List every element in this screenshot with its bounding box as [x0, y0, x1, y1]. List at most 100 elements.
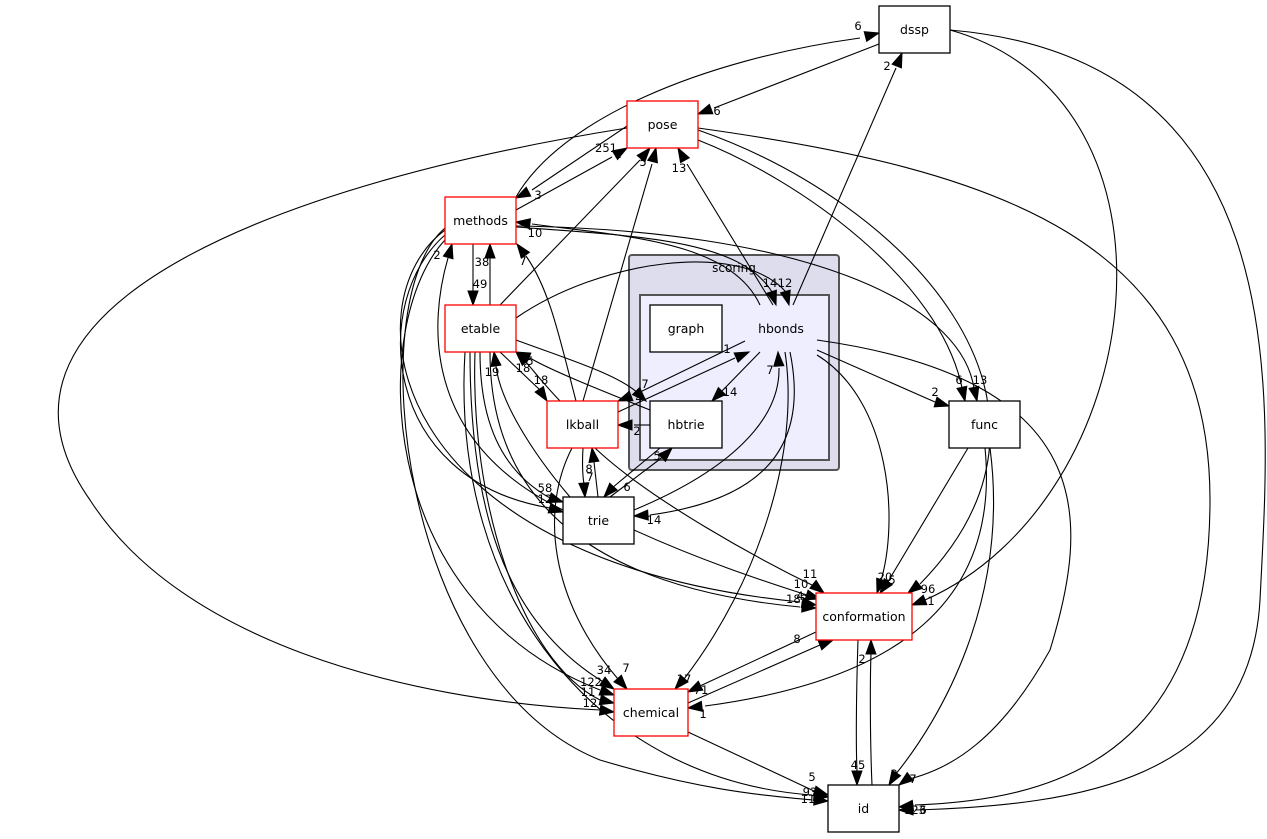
- edge-count-label[interactable]: 11: [581, 685, 596, 699]
- edge-dssp-to-id[interactable]: [897, 29, 1266, 816]
- edge-count-label[interactable]: 4: [796, 589, 803, 603]
- edge-count-label[interactable]: 71: [694, 683, 709, 697]
- node-hbtrie[interactable]: hbtrie: [649, 400, 723, 449]
- edge-count-label[interactable]: 251: [595, 141, 617, 155]
- edge-count-label[interactable]: 58: [538, 481, 553, 495]
- edge-dssp-to-conformation[interactable]: [910, 29, 1118, 606]
- edge-hbtrie-to-etable[interactable]: [514, 351, 651, 411]
- edge-methods-to-pose[interactable]: [515, 147, 629, 211]
- edge-count-label[interactable]: 6: [854, 19, 861, 33]
- edge-pose-to-methods[interactable]: [514, 125, 628, 199]
- edge-etable-to-hbtrie[interactable]: [515, 339, 648, 403]
- edge-trie-to-hbonds[interactable]: [633, 350, 785, 511]
- edge-func-to-id[interactable]: [888, 447, 994, 787]
- edge-count-label[interactable]: 4: [635, 391, 642, 405]
- node-hbonds[interactable]: hbonds: [758, 321, 804, 336]
- edge-hbtrie-to-lkball[interactable]: [616, 419, 650, 431]
- edge-count-label[interactable]: 7: [519, 254, 526, 268]
- edge-count-label[interactable]: 11: [803, 567, 818, 581]
- node-graph[interactable]: graph: [649, 304, 723, 353]
- edge-count-label[interactable]: 7: [766, 363, 773, 377]
- node-func[interactable]: func: [948, 400, 1021, 449]
- edge-count-label[interactable]: 2: [433, 248, 440, 262]
- edge-count-label[interactable]: 5: [653, 449, 660, 463]
- edge-methods-to-id[interactable]: [402, 227, 830, 806]
- edge-count-label[interactable]: 2: [931, 385, 938, 399]
- edge-dssp-to-pose[interactable]: [696, 43, 880, 115]
- edge-etable-to-lkball[interactable]: [499, 351, 548, 403]
- edge-count-label[interactable]: 11: [801, 792, 816, 806]
- edge-count-label[interactable]: 123: [904, 803, 926, 817]
- edge-pose-to-chemical[interactable]: [57, 127, 628, 716]
- edge-count-label[interactable]: 8: [793, 632, 800, 646]
- edge-hbonds-to-lkball[interactable]: [616, 340, 746, 402]
- edge-pose-to-conformation[interactable]: [697, 129, 991, 594]
- edge-count-label[interactable]: 38: [475, 255, 490, 269]
- edge-lkball-to-chemical[interactable]: [553, 447, 628, 691]
- edge-conformation-to-chemical[interactable]: [686, 631, 817, 693]
- edge-count-label[interactable]: 1: [927, 594, 934, 608]
- edge-count-label[interactable]: 6: [919, 803, 926, 817]
- edge-hbonds-to-dssp[interactable]: [792, 51, 903, 306]
- edge-count-label[interactable]: 5: [526, 354, 533, 368]
- edge-conformation-to-id[interactable]: [851, 639, 863, 787]
- node-methods[interactable]: methods: [444, 196, 517, 245]
- edge-count-label[interactable]: 14: [647, 513, 662, 527]
- edge-id-to-conformation[interactable]: [865, 638, 877, 786]
- edge-count-label[interactable]: 13: [672, 161, 687, 175]
- edge-count-label[interactable]: 3: [890, 767, 897, 781]
- node-etable[interactable]: etable: [444, 304, 517, 353]
- edge-count-label[interactable]: 14: [763, 276, 778, 290]
- edge-count-label[interactable]: 10: [794, 577, 809, 591]
- edge-count-label[interactable]: 2: [633, 424, 640, 438]
- edge-count-label[interactable]: 6: [623, 480, 630, 494]
- node-lkball[interactable]: lkball: [546, 400, 619, 449]
- edge-count-label[interactable]: 96: [921, 582, 936, 596]
- edge-methods-to-func[interactable]: [515, 225, 980, 403]
- edge-count-label[interactable]: 1: [614, 147, 621, 161]
- node-chemical[interactable]: chemical: [613, 688, 689, 737]
- edge-hbonds-to-func[interactable]: [816, 349, 951, 408]
- edge-count-label[interactable]: 19: [485, 365, 500, 379]
- edge-count-label[interactable]: 5: [639, 155, 646, 169]
- edge-trie-to-hbtrie[interactable]: [609, 446, 674, 498]
- edge-count-label[interactable]: 7: [622, 661, 629, 675]
- edge-count-label[interactable]: 3: [534, 188, 541, 202]
- edge-count-label[interactable]: 20: [878, 570, 893, 584]
- edge-count-label[interactable]: 2: [858, 652, 865, 666]
- edge-count-label[interactable]: 7: [641, 377, 648, 391]
- edge-methods-to-chemical[interactable]: [399, 239, 616, 696]
- edge-lkball-to-methods[interactable]: [516, 242, 577, 402]
- edge-lkball-to-hbonds[interactable]: [617, 351, 751, 413]
- edge-count-label[interactable]: 1: [723, 342, 730, 356]
- edge-pose-to-dssp[interactable]: [515, 31, 881, 198]
- edge-count-label[interactable]: 18: [516, 361, 531, 375]
- edge-count-label[interactable]: 18: [534, 373, 549, 387]
- edge-hbonds-to-pose[interactable]: [677, 146, 774, 306]
- edge-count-label[interactable]: 45: [851, 758, 866, 772]
- edge-etable-to-pose[interactable]: [499, 146, 651, 306]
- edge-methods-to-hbonds[interactable]: [515, 226, 777, 307]
- edge-count-label[interactable]: 6: [955, 373, 962, 387]
- edge-trie-to-methods[interactable]: [437, 242, 564, 511]
- edge-hbonds-to-id[interactable]: [816, 339, 1072, 786]
- edge-func-to-conformation[interactable]: [879, 447, 969, 595]
- edge-hbonds-to-trie[interactable]: [632, 351, 795, 521]
- edge-lkball-to-conformation[interactable]: [594, 447, 826, 594]
- edge-count-label[interactable]: 10: [528, 226, 543, 240]
- node-id[interactable]: id: [827, 784, 900, 833]
- edge-trie-to-conformation[interactable]: [633, 529, 822, 601]
- edge-trie-to-lkball[interactable]: [588, 446, 600, 498]
- edge-hbtrie-to-trie[interactable]: [602, 447, 661, 499]
- edge-etable-to-methods[interactable]: [484, 242, 496, 305]
- edge-count-label[interactable]: 12: [538, 492, 553, 506]
- edge-lkball-to-pose[interactable]: [582, 146, 658, 402]
- edge-methods-to-etable[interactable]: [467, 244, 479, 307]
- edge-count-label[interactable]: 93: [803, 785, 818, 799]
- node-dssp[interactable]: dssp: [878, 5, 951, 54]
- edge-func-to-chemical[interactable]: [686, 447, 987, 712]
- node-pose[interactable]: pose: [626, 100, 699, 149]
- edge-count-label[interactable]: 5: [888, 573, 895, 587]
- edge-etable-to-chemical[interactable]: [474, 351, 616, 706]
- edge-count-label[interactable]: 8: [585, 462, 592, 476]
